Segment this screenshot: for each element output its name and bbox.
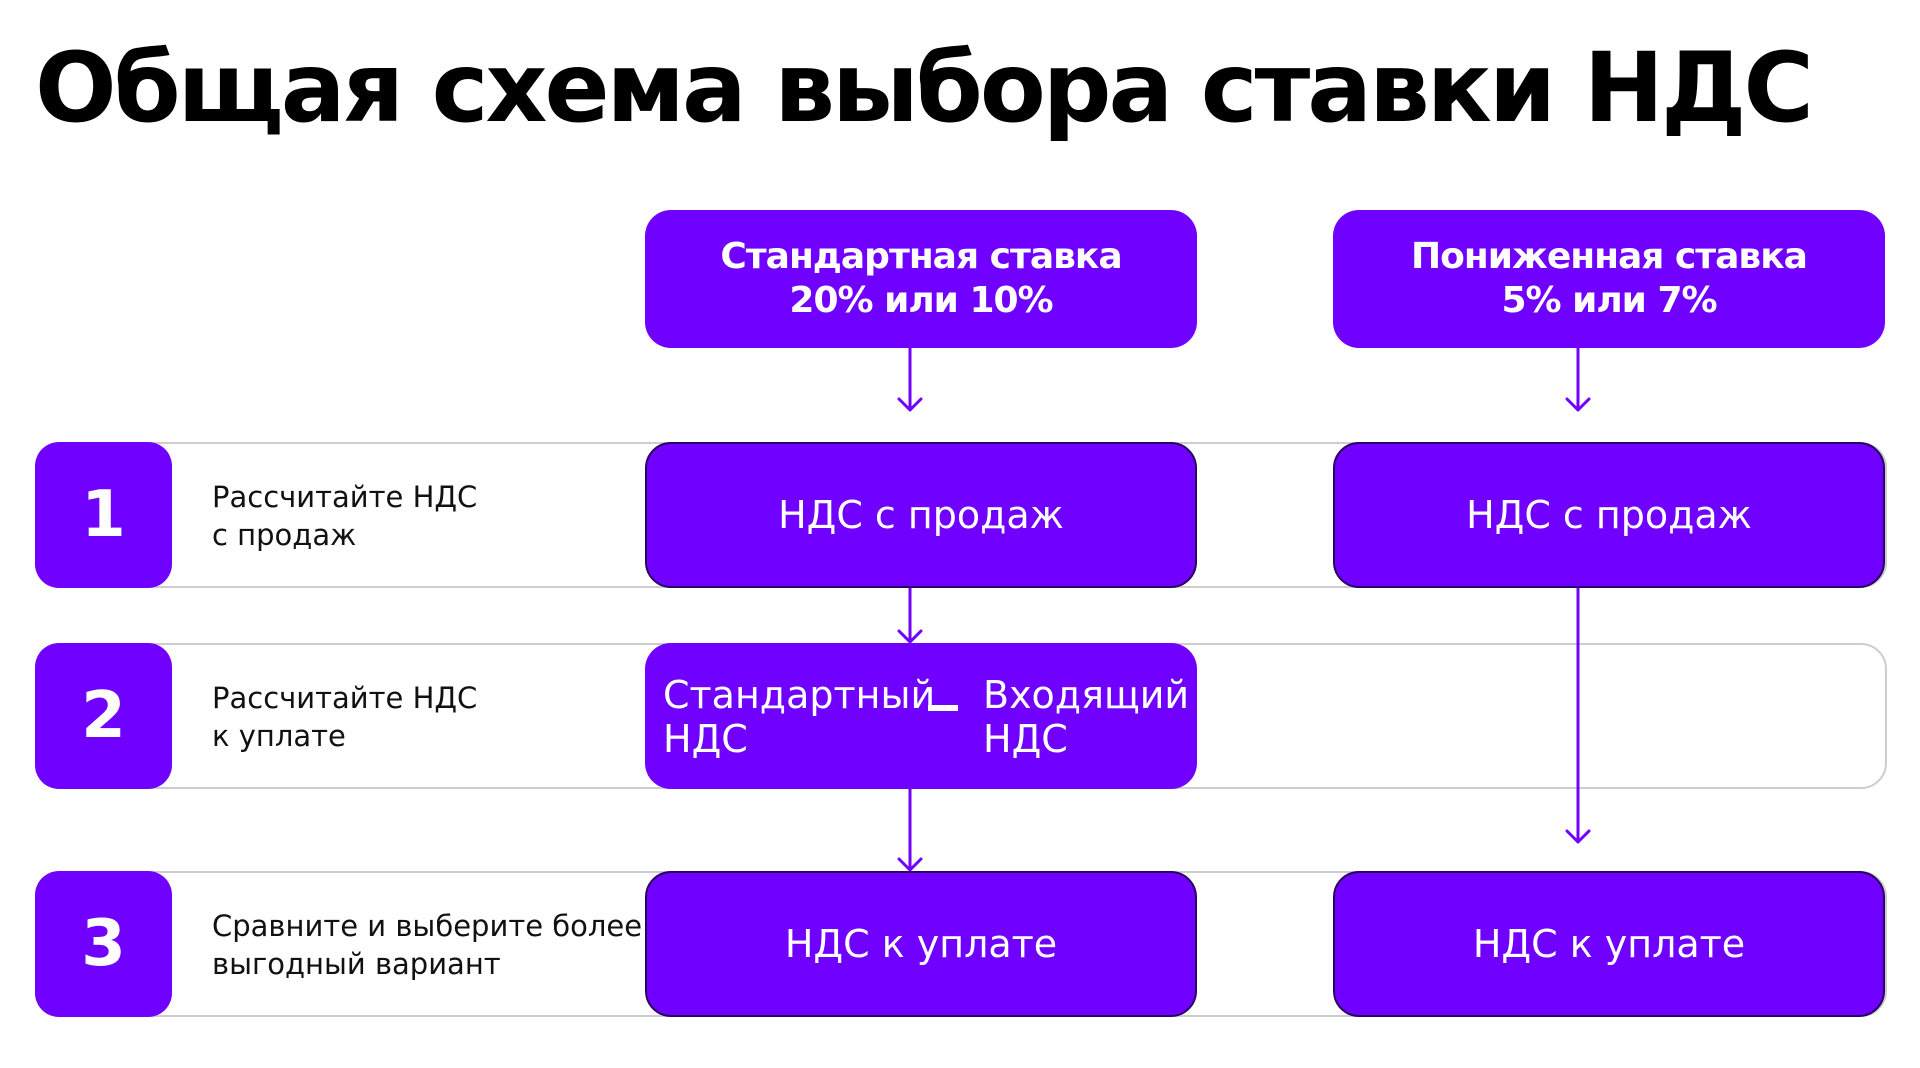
formula-left-line-2: НДС — [663, 717, 748, 761]
standard-payable-vat-box: НДС к уплате — [645, 871, 1197, 1017]
standard-rate-title: Стандартная ставка — [720, 236, 1122, 277]
step-number-3: 3 — [35, 871, 172, 1017]
reduced-rate-header: Пониженная ставка 5% или 7% — [1333, 210, 1885, 348]
step-2-line-1: Рассчитайте НДС — [212, 681, 478, 715]
reduced-rate-values: 5% или 7% — [1501, 280, 1717, 321]
step-3-line-1: Сравните и выберите более — [212, 909, 643, 943]
standard-rate-header: Стандартная ставка 20% или 10% — [645, 210, 1197, 348]
step-2-line-2: к уплате — [212, 719, 346, 753]
arrow-reduced-sales-to-payable — [1565, 586, 1591, 844]
formula-incoming-vat: Входящий НДС — [983, 673, 1189, 761]
minus-icon — [928, 705, 958, 711]
step-description-1: Рассчитайте НДС с продаж — [212, 478, 477, 554]
arrow-standard-sales-to-formula — [897, 586, 923, 644]
formula-left-line-1: Стандартный — [663, 673, 936, 717]
formula-standard-vat: Стандартный НДС — [663, 673, 935, 761]
reduced-sales-vat-box: НДС с продаж — [1333, 442, 1885, 588]
page-title: Общая схема выбора ставки НДС — [35, 32, 1814, 144]
standard-rate-values: 20% или 10% — [789, 280, 1053, 321]
vat-formula-box: Стандартный НДС Входящий НДС — [645, 643, 1197, 789]
reduced-rate-title: Пониженная ставка — [1411, 236, 1808, 277]
arrow-standard-header-to-sales — [897, 346, 923, 412]
step-1-line-2: с продаж — [212, 518, 357, 552]
step-1-line-1: Рассчитайте НДС — [212, 480, 478, 514]
reduced-payable-vat-box: НДС к уплате — [1333, 871, 1885, 1017]
step-3-line-2: выгодный вариант — [212, 947, 501, 981]
formula-right-line-1: Входящий — [983, 673, 1190, 717]
step-description-2: Рассчитайте НДС к уплате — [212, 679, 477, 755]
arrow-formula-to-standard-payable — [897, 787, 923, 872]
formula-right-line-2: НДС — [983, 717, 1068, 761]
step-number-1: 1 — [35, 442, 172, 588]
standard-sales-vat-box: НДС с продаж — [645, 442, 1197, 588]
arrow-reduced-header-to-sales — [1565, 346, 1591, 412]
step-description-3: Сравните и выберите более выгодный вариа… — [212, 907, 642, 983]
step-number-2: 2 — [35, 643, 172, 789]
